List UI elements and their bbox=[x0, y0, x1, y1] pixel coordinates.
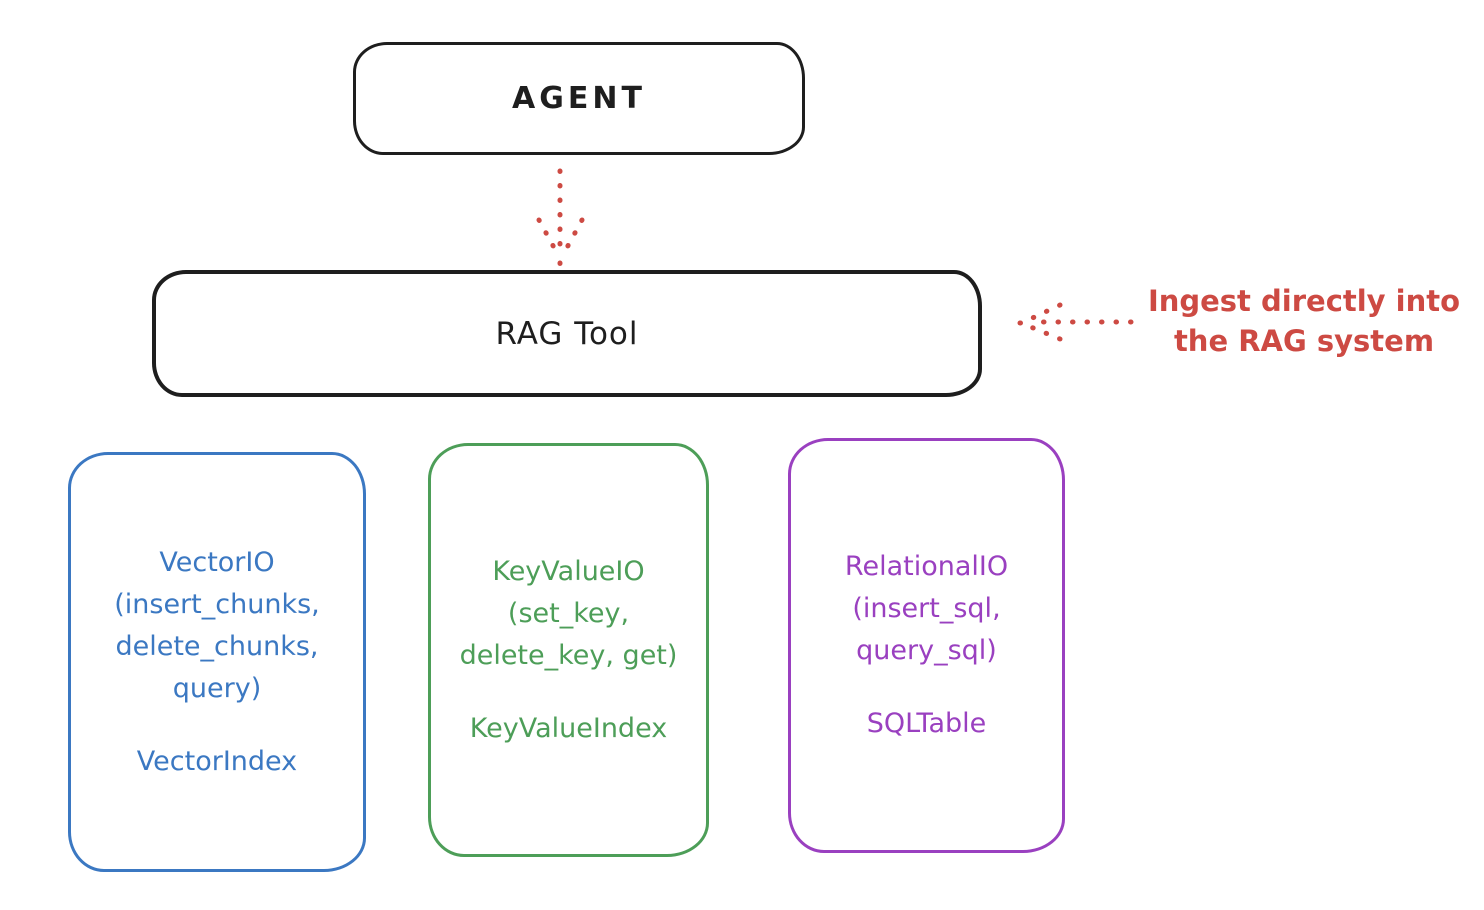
vector-io-line: (insert_chunks, bbox=[114, 588, 320, 620]
ingest-annotation: Ingest directly into the RAG system bbox=[1124, 281, 1484, 361]
vector-io-line: VectorIO bbox=[159, 546, 275, 578]
key-value-io-line: KeyValueIO bbox=[492, 555, 645, 587]
vector-io-text: VectorIO (insert_chunks, delete_chunks, … bbox=[114, 542, 319, 783]
agent-node: AGENT bbox=[353, 42, 805, 155]
agent-node-label: AGENT bbox=[512, 81, 646, 116]
vector-io-line: query) bbox=[172, 672, 262, 704]
relational-io-methods: RelationalIO (insert_sql, query_sql) bbox=[845, 546, 1008, 672]
ingest-annotation-line: the RAG system bbox=[1173, 324, 1435, 358]
agent-to-rag-dotted-arrow bbox=[536, 168, 585, 266]
annotation-to-rag-dotted-arrow bbox=[1017, 302, 1134, 342]
ingest-annotation-line: Ingest directly into bbox=[1147, 284, 1461, 318]
relational-io-text: RelationalIO (insert_sql, query_sql) SQL… bbox=[845, 546, 1008, 745]
key-value-io-methods: KeyValueIO (set_key, delete_key, get) bbox=[460, 551, 678, 677]
vector-io-line: delete_chunks, bbox=[115, 630, 319, 662]
relational-io-line: RelationalIO bbox=[844, 551, 1009, 582]
rag-tool-node-label: RAG Tool bbox=[495, 315, 639, 352]
sql-table-label: SQLTable bbox=[866, 708, 987, 739]
vector-io-node: VectorIO (insert_chunks, delete_chunks, … bbox=[68, 452, 366, 872]
key-value-index-label: KeyValueIndex bbox=[469, 712, 668, 744]
relational-io-line: query_sql) bbox=[856, 635, 997, 666]
relational-io-node: RelationalIO (insert_sql, query_sql) SQL… bbox=[788, 438, 1065, 853]
vector-io-methods: VectorIO (insert_chunks, delete_chunks, … bbox=[114, 542, 319, 710]
key-value-io-line: delete_key, get) bbox=[459, 639, 678, 671]
rag-tool-node: RAG Tool bbox=[152, 270, 982, 397]
key-value-io-text: KeyValueIO (set_key, delete_key, get) Ke… bbox=[460, 551, 678, 750]
relational-io-line: (insert_sql, bbox=[852, 593, 1001, 624]
key-value-io-node: KeyValueIO (set_key, delete_key, get) Ke… bbox=[428, 443, 709, 857]
vector-index-label: VectorIndex bbox=[136, 745, 298, 777]
key-value-io-line: (set_key, bbox=[507, 597, 630, 629]
